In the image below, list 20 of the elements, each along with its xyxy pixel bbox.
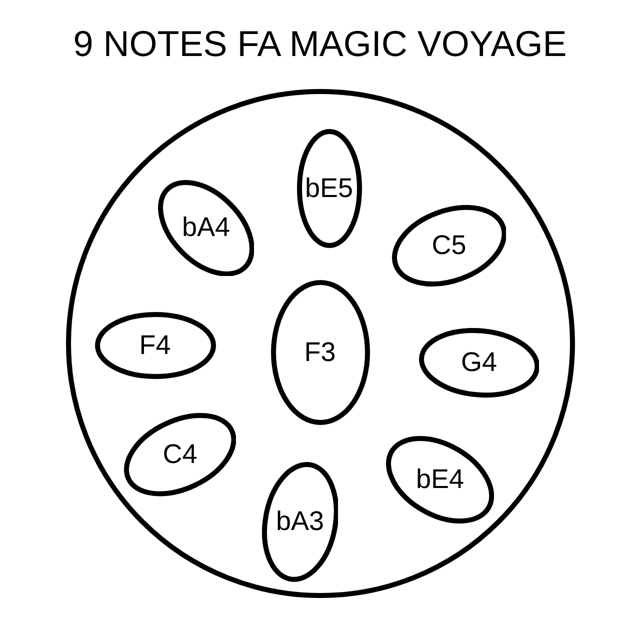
note-label: bA3 <box>276 508 324 536</box>
note-ellipse <box>418 328 540 398</box>
note-label: bE4 <box>416 466 464 494</box>
note-label: bA4 <box>182 214 230 242</box>
note-label: C5 <box>432 232 466 260</box>
drum-circle <box>66 88 574 598</box>
note-ellipse <box>296 128 362 248</box>
note-label: F3 <box>304 338 336 366</box>
note-label: C4 <box>162 441 198 468</box>
note-label: bE5 <box>304 174 354 202</box>
note-ellipse <box>392 205 506 287</box>
note-ellipse <box>94 312 216 378</box>
note-ellipse <box>270 280 370 424</box>
note-ellipse <box>262 462 338 582</box>
title: 9 NOTES FA MAGIC VOYAGE <box>73 26 567 62</box>
note-label: F4 <box>139 332 171 358</box>
note-label: G4 <box>460 349 497 376</box>
note-ellipse <box>158 180 254 276</box>
note-ellipse <box>386 436 494 524</box>
note-ellipse <box>124 413 236 497</box>
